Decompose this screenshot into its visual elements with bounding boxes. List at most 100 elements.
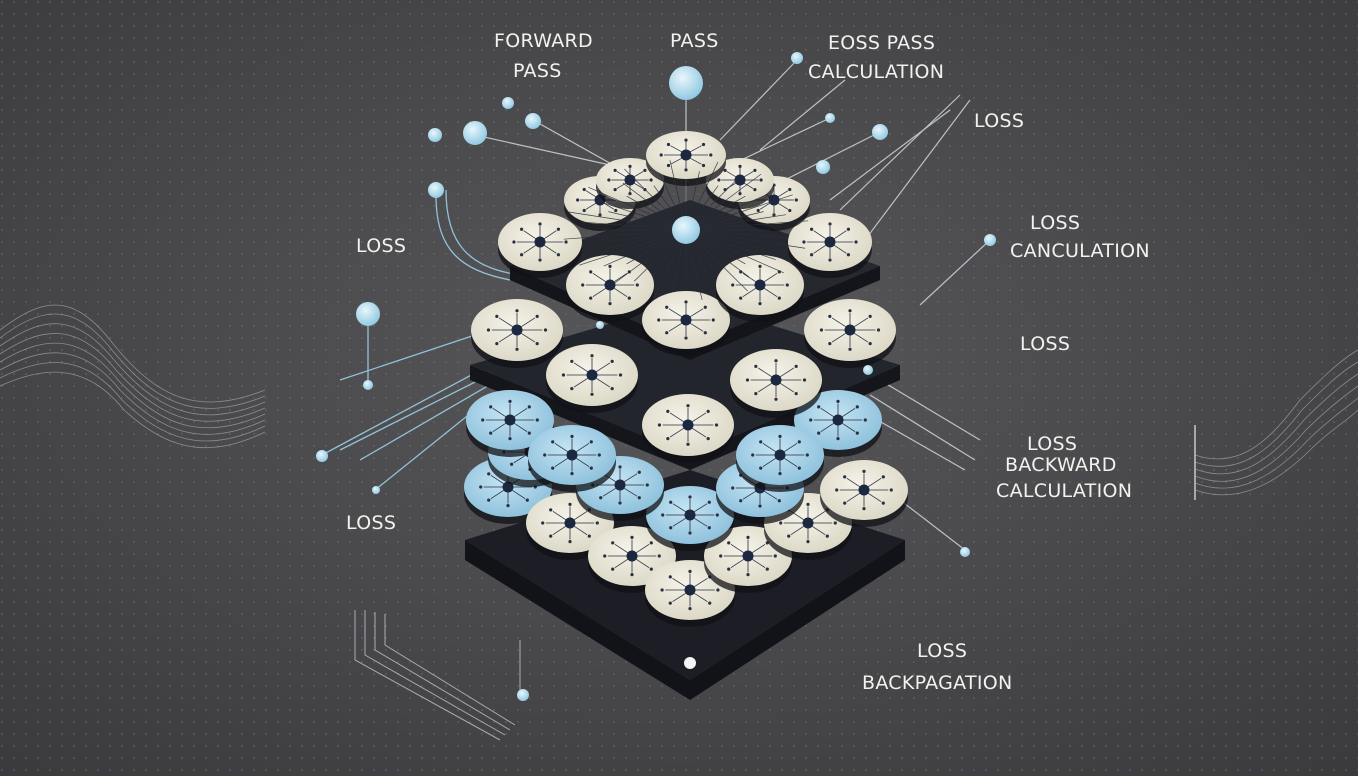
neuron-spoke-dot bbox=[628, 192, 631, 195]
neuron-spoke-dot bbox=[528, 405, 531, 408]
neuron-spoke-dot bbox=[589, 270, 592, 273]
neuron-spoke-dot bbox=[727, 568, 730, 571]
neuron-spoke-dot bbox=[657, 318, 660, 321]
neuron-spoke-dot bbox=[489, 432, 492, 435]
forward-pass-label-line2: PASS bbox=[513, 60, 562, 82]
neuron-spoke-dot bbox=[759, 178, 762, 181]
neuron-spoke-dot bbox=[778, 435, 781, 438]
neuron-spoke-dot bbox=[508, 400, 511, 403]
loss-backpropagation-label-line1: LOSS bbox=[917, 640, 967, 662]
neuron-spoke-dot bbox=[738, 165, 741, 168]
neuron-core bbox=[587, 370, 598, 381]
neuron-spoke-dot bbox=[495, 315, 498, 318]
neuron-core bbox=[615, 480, 626, 491]
neuron-spoke-dot bbox=[847, 228, 850, 231]
neuron-spoke-dot bbox=[479, 485, 482, 488]
neuron-spoke-dot bbox=[619, 373, 622, 376]
neuron-spoke-dot bbox=[544, 328, 547, 331]
neuron-spoke-dot bbox=[708, 501, 711, 504]
neuron-spoke-dot bbox=[608, 265, 611, 268]
neuron-spoke-dot bbox=[581, 283, 584, 286]
neuron-spoke-dot bbox=[709, 153, 712, 156]
neuron-spoke-dot bbox=[702, 164, 705, 167]
neuron-spoke-dot bbox=[611, 568, 614, 571]
neuron-spoke-dot bbox=[727, 541, 730, 544]
neuron-core bbox=[505, 415, 516, 426]
neuron-spoke-dot bbox=[649, 178, 652, 181]
neuron-spoke-dot bbox=[684, 168, 687, 171]
neuron-spoke-dot bbox=[686, 404, 689, 407]
neuron-core bbox=[859, 485, 870, 496]
neuron-spoke-dot bbox=[836, 437, 839, 440]
neuron-spoke-dot bbox=[758, 504, 761, 507]
neuron-spoke-dot bbox=[688, 607, 691, 610]
neuron-spoke-dot bbox=[746, 573, 749, 576]
neuron-spoke-dot bbox=[628, 165, 631, 168]
neuron-spoke-dot bbox=[798, 440, 801, 443]
neuron-core bbox=[743, 551, 754, 562]
neuron-core bbox=[683, 420, 694, 431]
neuron-core bbox=[565, 518, 576, 529]
neuron-spoke-dot bbox=[630, 536, 633, 539]
neuron-spoke-dot bbox=[716, 513, 719, 516]
neuron-spoke-dot bbox=[528, 432, 531, 435]
eoss-pass-label: EOSS PASS bbox=[828, 32, 935, 54]
neuron-spoke-dot bbox=[607, 178, 610, 181]
neuron-spoke-dot bbox=[636, 283, 639, 286]
neuron-spoke-dot bbox=[704, 306, 707, 309]
neuron-spoke-dot bbox=[611, 387, 614, 390]
neuron-spoke-dot bbox=[667, 164, 670, 167]
neuron-spoke-dot bbox=[774, 554, 777, 557]
neuron-spoke-dot bbox=[803, 378, 806, 381]
neuron-spoke-dot bbox=[684, 300, 687, 303]
neuron-core bbox=[685, 510, 696, 521]
neuron-spoke-dot bbox=[549, 535, 552, 538]
neuron-spoke-dot bbox=[628, 297, 631, 300]
neuron-spoke-dot bbox=[508, 437, 511, 440]
neuron-spoke-dot bbox=[583, 188, 586, 191]
neuron-spoke-dot bbox=[630, 573, 633, 576]
neuron-spoke-dot bbox=[772, 213, 775, 216]
neuron-core bbox=[771, 375, 782, 386]
loss-calculation-label-line1: LOSS bbox=[1030, 212, 1080, 234]
neuron-spoke-dot bbox=[551, 467, 554, 470]
neuron-spoke-dot bbox=[590, 354, 593, 357]
neuron-spoke-dot bbox=[661, 588, 664, 591]
neuron-spoke-dot bbox=[817, 432, 820, 435]
neuron-spoke-dot bbox=[787, 535, 790, 538]
neuron-spoke-dot bbox=[757, 209, 760, 212]
neuron-spoke-dot bbox=[510, 463, 513, 466]
neuron-spoke-dot bbox=[590, 467, 593, 470]
neuron-spoke-dot bbox=[766, 568, 769, 571]
neuron-core bbox=[803, 518, 814, 529]
neuron-spoke-dot bbox=[828, 315, 831, 318]
neuron-spoke-dot bbox=[862, 507, 865, 510]
neuron-spoke-dot bbox=[712, 318, 715, 321]
eoss-calculation-label: CALCULATION bbox=[808, 61, 944, 83]
neuron-spoke-dot bbox=[588, 535, 591, 538]
neuron-spoke-dot bbox=[719, 554, 722, 557]
neuron-spoke-dot bbox=[753, 188, 756, 191]
neuron-spoke-dot bbox=[665, 306, 668, 309]
neuron-spoke-dot bbox=[666, 437, 669, 440]
neuron-spoke-dot bbox=[688, 495, 691, 498]
neuron-spoke-dot bbox=[806, 503, 809, 506]
neuron-core bbox=[567, 450, 578, 461]
neuron-spoke-dot bbox=[890, 488, 893, 491]
neuron-spoke-dot bbox=[869, 342, 872, 345]
neuron-core bbox=[681, 150, 692, 161]
neuron-spoke-dot bbox=[882, 475, 885, 478]
neuron-spoke-dot bbox=[688, 531, 691, 534]
neuron-spoke-dot bbox=[570, 360, 573, 363]
neuron-spoke-dot bbox=[810, 228, 813, 231]
neuron-spoke-dot bbox=[646, 483, 649, 486]
neuron-spoke-dot bbox=[481, 418, 484, 421]
neuron-spoke-dot bbox=[731, 283, 734, 286]
neuron-spoke-dot bbox=[536, 418, 539, 421]
neuron-spoke-dot bbox=[843, 475, 846, 478]
neuron-spoke-dot bbox=[618, 465, 621, 468]
neuron-spoke-dot bbox=[666, 410, 669, 413]
loss-label-right-mid: LOSS bbox=[1020, 333, 1070, 355]
neuron-spoke-dot bbox=[611, 360, 614, 363]
